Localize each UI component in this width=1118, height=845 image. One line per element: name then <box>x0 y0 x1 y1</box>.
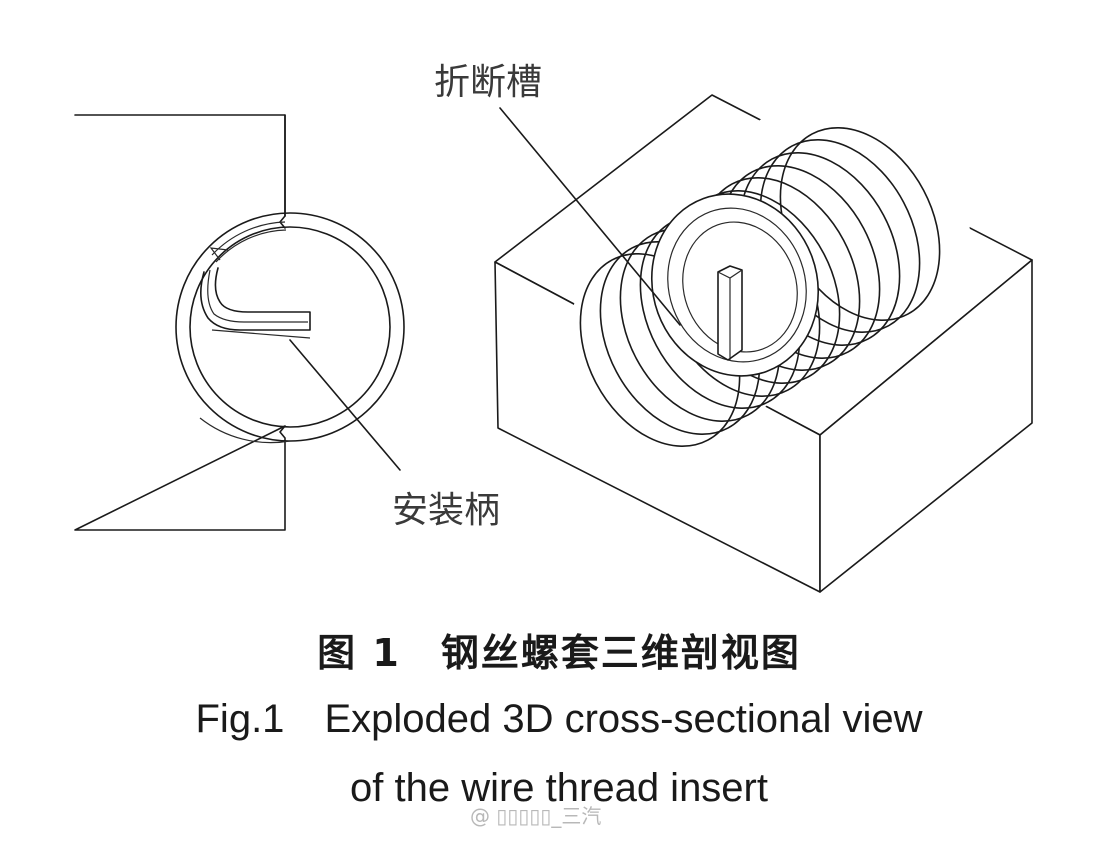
insert-outer-ring <box>175 212 405 442</box>
wire-thread-insert-figure: 安装柄 折断 <box>74 62 1033 593</box>
install-tang-leader <box>289 339 401 471</box>
install-tang-label: 安装柄 <box>392 490 500 531</box>
caption-english-line2: of the wire thread insert <box>350 766 768 810</box>
caption-english-line1: Fig.1 Exploded 3D cross-sectional view <box>0 697 1118 742</box>
caption-cn-number: 图 1 <box>317 631 401 675</box>
caption-cn-title: 钢丝螺套三维剖视图 <box>440 631 801 675</box>
caption-en-title: Exploded 3D cross-sectional view <box>324 697 923 741</box>
break-notch-label: 折断槽 <box>434 62 542 103</box>
caption-chinese: 图 1 钢丝螺套三维剖视图 <box>0 622 1118 677</box>
watermark: @ ▯▯▯▯▯_三汽 <box>470 804 602 828</box>
caption-en-number: Fig.1 <box>195 697 285 741</box>
front-view: 安装柄 <box>74 114 500 531</box>
insert-inner-ring <box>189 226 391 428</box>
break-notch-leader <box>499 107 681 326</box>
install-tang-shape <box>200 267 311 331</box>
section-view: 折断槽 <box>434 62 1033 593</box>
block-right-face <box>819 259 1033 593</box>
